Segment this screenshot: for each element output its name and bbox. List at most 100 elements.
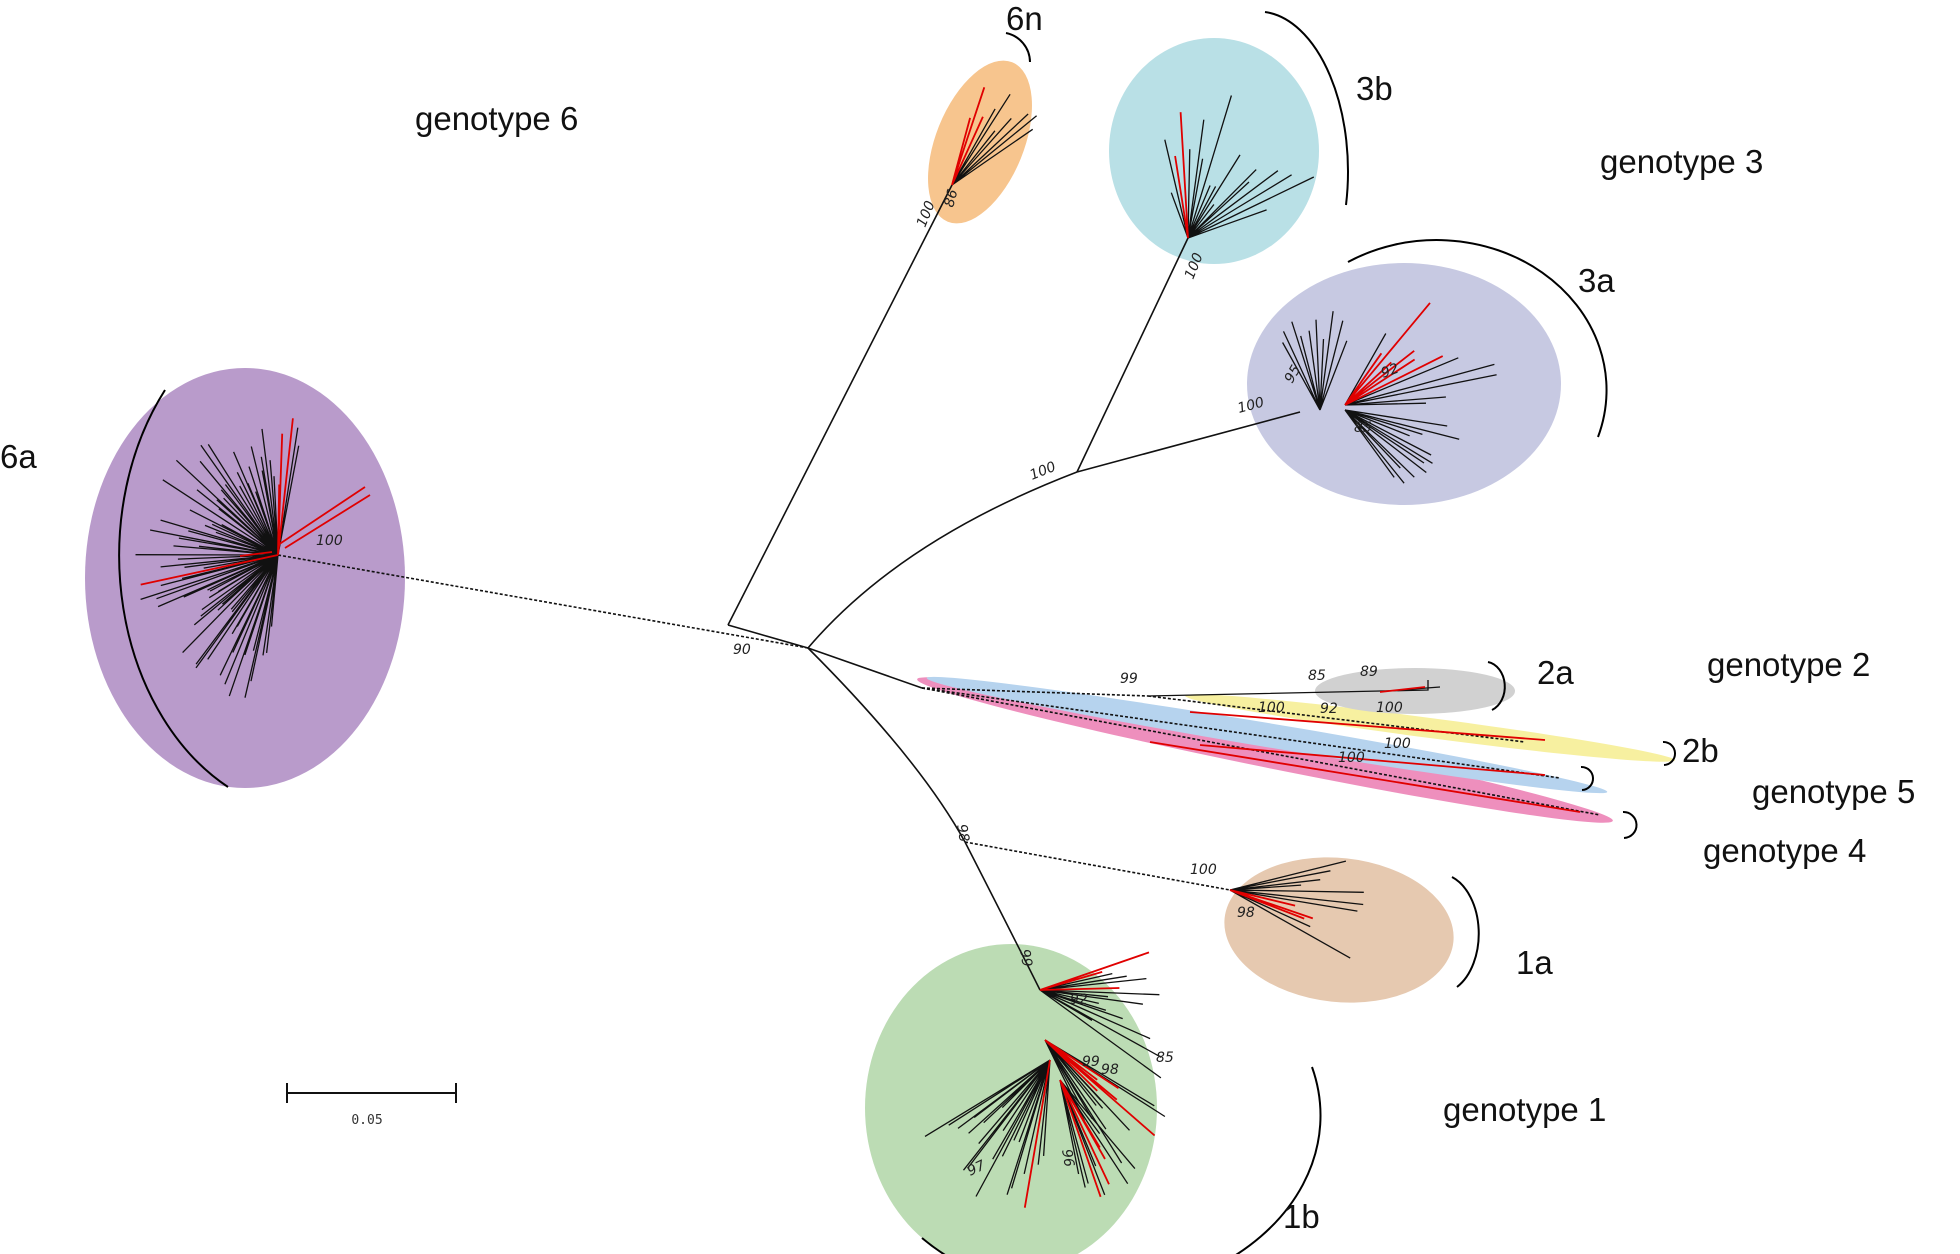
subtree-1b-middle-highlighted-branches <box>1044 1039 1156 1137</box>
bootstrap-2a-92: 92 <box>1320 701 1338 717</box>
arc-1b <box>921 1066 1322 1254</box>
arc-3b <box>1264 11 1349 206</box>
branch-to-genotype2 <box>921 687 1149 697</box>
subtree-1b-lower-highlighted-branches <box>1023 1059 1051 1208</box>
label-genotype-2: genotype 2 <box>1707 646 1870 683</box>
bootstrap-6n-inner: 86 <box>941 188 961 209</box>
bootstrap-3-root: 100 <box>1028 459 1059 484</box>
subtrees <box>135 87 1497 1208</box>
arc-4 <box>1622 810 1638 839</box>
subtree-3b <box>1164 95 1315 239</box>
subtree-6a-lower-highlighted-branches <box>140 554 279 586</box>
subtree-6n-branches <box>951 93 1038 186</box>
bootstrap-1b-85: 85 <box>1156 1050 1174 1066</box>
branch-2a-red <box>1379 686 1426 693</box>
label-1a: 1a <box>1516 944 1553 981</box>
arc-1a <box>1451 876 1480 988</box>
label-genotype-4: genotype 4 <box>1703 832 1866 869</box>
bootstrap-99: 99 <box>1120 671 1138 687</box>
label-6n: 6n <box>1006 0 1043 37</box>
subtree-3b-highlighted-branches <box>1174 112 1189 239</box>
bootstrap-1a-98: 98 <box>1237 905 1255 921</box>
subtree-1a <box>1229 860 1364 959</box>
clade-5-ellipse <box>926 676 1608 794</box>
bootstrap-5-100: 100 <box>1384 736 1411 752</box>
arc-6n <box>1005 32 1031 63</box>
bootstrap-6a: 100 <box>316 533 343 549</box>
arc-5 <box>1580 765 1594 791</box>
arc-2b <box>1662 740 1676 766</box>
subtree-1b-upper-branches <box>1039 972 1162 1079</box>
branch-to-3a <box>1076 411 1301 473</box>
bootstrap-2a-89: 89 <box>1360 664 1378 680</box>
subtype-labels: 6a 6n 3b 3a 2a 2b 1a 1b <box>0 0 1719 1235</box>
subtree-6a-lower <box>135 554 279 698</box>
tree-long-branches <box>921 680 1601 816</box>
label-genotype-1: genotype 1 <box>1443 1091 1606 1128</box>
subtree-1b-lower-branches <box>924 1059 1051 1197</box>
subtree-6n <box>951 87 1038 186</box>
subtree-3a-right <box>1344 302 1497 406</box>
clade-2a-ellipse <box>1315 668 1515 714</box>
clade-2b-ellipse <box>1185 694 1675 762</box>
label-2b: 2b <box>1682 732 1719 769</box>
clade-1a-ellipse <box>1224 857 1454 1003</box>
subtree-1b-middle <box>1044 1039 1166 1164</box>
subtree-3a-lower-branches <box>1344 409 1460 484</box>
branch-2b-red <box>1189 711 1546 741</box>
subtree-1b-upper-highlighted-branches <box>1039 951 1150 991</box>
subtree-3a-right-highlighted-branches <box>1344 302 1444 406</box>
subtree-1b-right-branches <box>1059 1079 1136 1196</box>
bootstrap-2a-85: 85 <box>1308 668 1326 684</box>
subtree-6a-red <box>239 486 371 557</box>
genotype-labels: genotype 6 genotype 3 genotype 2 genotyp… <box>415 100 1915 1128</box>
bootstrap-1b-99b: 99 <box>1082 1054 1100 1070</box>
bootstrap-1a-100: 100 <box>1190 862 1217 878</box>
branch-to-2-4-5 <box>807 647 923 689</box>
subtree-3b-branches <box>1164 95 1315 239</box>
subtree-1a-highlighted-branches <box>1229 889 1314 920</box>
clade-shading <box>85 38 1675 1254</box>
bootstrap-6n-root: 100 <box>914 199 939 230</box>
tree-backbone <box>277 184 1301 991</box>
subtree-3a-left-branches <box>1282 311 1348 411</box>
bootstrap-1b-92: 92 <box>1070 992 1088 1008</box>
arc-6a <box>118 389 229 788</box>
bracket-arcs <box>118 11 1676 1254</box>
subtree-1b-right-highlighted-branches <box>1059 1079 1110 1198</box>
branch-to-genotype1 <box>807 647 966 843</box>
label-2a: 2a <box>1537 654 1574 691</box>
branch-to-genotype3 <box>807 471 1078 649</box>
scale-bar: 0.05 <box>286 1083 457 1128</box>
bootstrap-1-98: 98 <box>953 823 972 843</box>
bootstrap-2b-100: 100 <box>1258 700 1285 716</box>
branch-to-3b <box>1076 237 1189 473</box>
branch-4-red <box>1149 741 1581 813</box>
bootstrap-90: 90 <box>733 642 751 658</box>
subtree-3a-right-branches <box>1344 333 1497 406</box>
subtree-1b-lower <box>924 1059 1051 1208</box>
subtree-1b-upper <box>1039 951 1162 1079</box>
clade-3a-ellipse <box>1247 263 1561 505</box>
bootstrap-4-100: 100 <box>1338 750 1365 766</box>
label-6a: 6a <box>0 438 37 475</box>
bootstrap-1b-98: 98 <box>1101 1062 1119 1078</box>
bootstrap-1b-97: 97 <box>965 1158 988 1180</box>
bootstrap-1b-96: 96 <box>1058 1148 1077 1168</box>
arc-3a <box>1347 239 1608 438</box>
bootstrap-3a-95: 95 <box>1282 362 1305 386</box>
subtree-6a-lower-branches <box>135 554 279 698</box>
branch-to-root-6n <box>727 624 809 649</box>
branch-to-6n <box>727 184 953 626</box>
subtree-6a-upper-branches <box>149 427 300 556</box>
bootstrap-3a: 100 <box>1236 394 1266 416</box>
subtree-1a-branches <box>1229 860 1364 959</box>
scale-bar-label: 0.05 <box>351 1113 382 1128</box>
subtree-3a-left <box>1282 311 1348 411</box>
bootstrap-values: 100 100 86 100 100 100 95 92 85 90 99 85… <box>316 188 1411 1180</box>
subtree-6n-highlighted-branches <box>951 87 986 186</box>
branch-5-red <box>1199 744 1546 776</box>
branch-5-main <box>921 687 1561 779</box>
bootstrap-1b-99: 99 <box>1016 948 1035 968</box>
